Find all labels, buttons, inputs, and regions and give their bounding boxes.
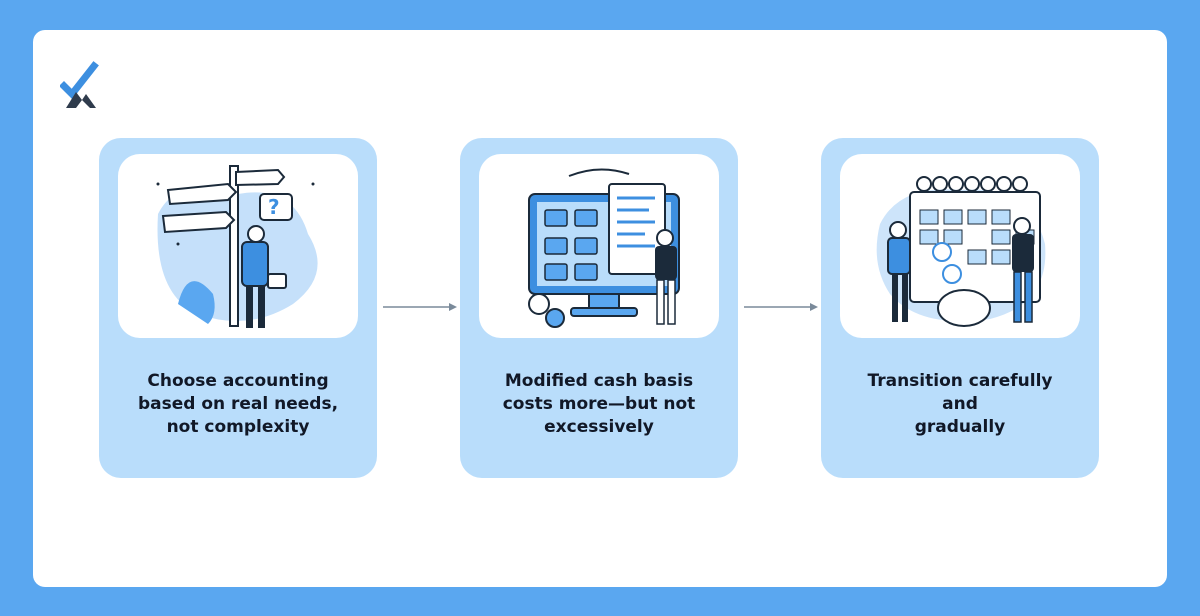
crossroads-signpost-illustration-icon: ?	[118, 154, 358, 338]
arrow-right-icon	[744, 301, 820, 313]
caption-line: and	[942, 394, 978, 414]
step-card-1: ? Choose accounting based on real needs,…	[99, 138, 377, 478]
svg-text:?: ?	[268, 195, 280, 219]
caption-line: costs more—but not	[502, 394, 696, 414]
caption-line: gradually	[914, 417, 1006, 437]
step-caption-1: Choose accounting based on real needs, n…	[111, 370, 365, 439]
arrow-right-icon	[383, 301, 459, 313]
step-caption-3: Transition carefully and gradually	[833, 370, 1087, 439]
caption-line: Modified cash basis	[504, 371, 694, 391]
caption-line: Transition carefully	[867, 371, 1053, 391]
caption-line: Choose accounting	[147, 371, 329, 391]
caption-line: not complexity	[166, 417, 310, 437]
caption-line: excessively	[544, 417, 654, 437]
calendar-savings-illustration-icon	[840, 154, 1080, 338]
step-card-3: Transition carefully and gradually	[821, 138, 1099, 478]
step-card-2: Modified cash basis costs more—but not e…	[460, 138, 738, 478]
check-x-logo-icon	[59, 60, 100, 110]
monitor-documents-illustration-icon	[479, 154, 719, 338]
caption-line: based on real needs,	[137, 394, 339, 414]
step-caption-2: Modified cash basis costs more—but not e…	[472, 370, 726, 439]
infographic-panel: ? Choose accounting based on real needs,…	[33, 30, 1167, 587]
